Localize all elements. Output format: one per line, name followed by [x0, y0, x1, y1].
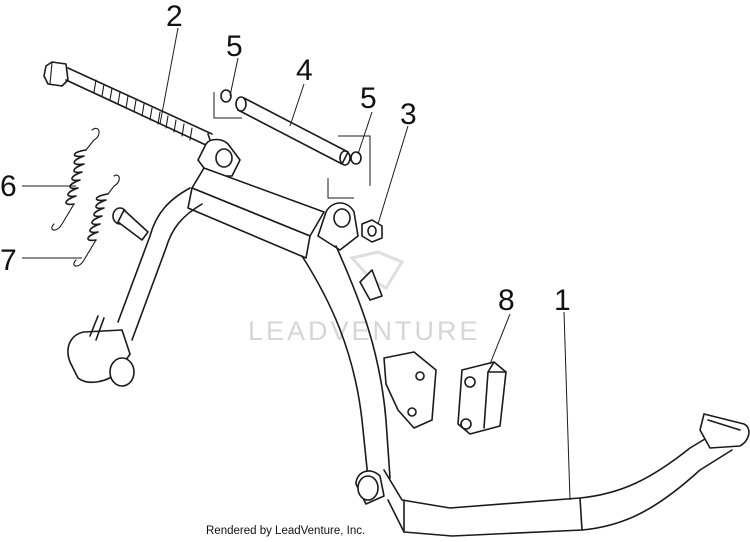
- callout-5-left: 5: [226, 30, 243, 63]
- callout-4: 4: [296, 54, 313, 87]
- part-rubber-stop[interactable]: [457, 361, 507, 435]
- callout-8: 8: [498, 284, 515, 317]
- part-spring-lower[interactable]: [73, 174, 120, 267]
- callout-3: 3: [400, 98, 417, 131]
- part-bolt[interactable]: [43, 61, 213, 147]
- part-washer-left[interactable]: [213, 89, 242, 119]
- callout-labels: 2 5 4 5 3 6 7 8 1: [0, 0, 571, 317]
- part-side-plate: [383, 351, 437, 429]
- watermark-logo: LEADVENTURE: [248, 250, 481, 346]
- callout-1: 1: [554, 284, 571, 317]
- callout-2: 2: [166, 0, 183, 33]
- callout-7: 7: [0, 244, 17, 277]
- part-spring-upper[interactable]: [51, 127, 100, 231]
- part-stand[interactable]: [67, 138, 750, 537]
- callout-6: 6: [0, 170, 17, 203]
- callout-5-right: 5: [360, 82, 377, 115]
- part-nut[interactable]: [327, 178, 383, 243]
- leader-lines: [22, 27, 571, 501]
- watermark-text: LEADVENTURE: [248, 316, 481, 346]
- part-washer-right[interactable]: [338, 135, 371, 186]
- part-pin[interactable]: [235, 96, 351, 166]
- part-pivot-pin: [112, 207, 149, 241]
- rendered-by-footer: Rendered by LeadVenture, Inc.: [206, 525, 365, 537]
